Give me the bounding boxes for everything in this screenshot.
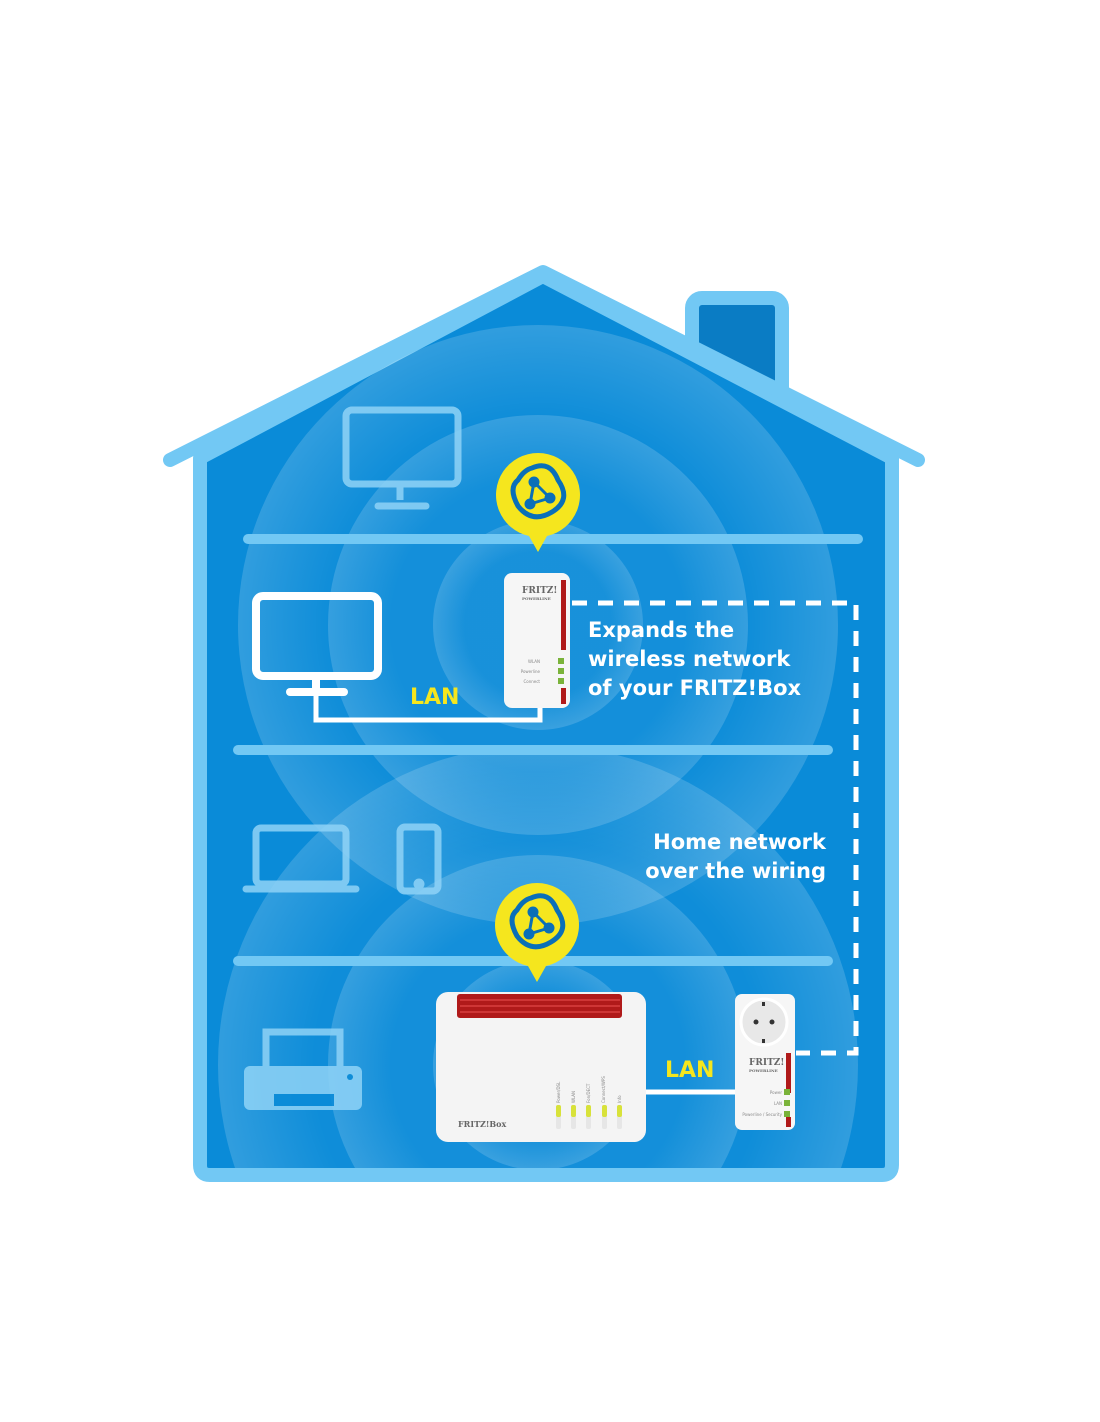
lan-label-upper: LAN (410, 685, 459, 710)
lan-label-lower: LAN (665, 1058, 714, 1083)
wiring-label: Home network over the wiring (645, 830, 827, 883)
svg-text:Info: Info (617, 1095, 622, 1103)
svg-text:Expands the: Expands the (588, 618, 734, 642)
svg-text:over the wiring: over the wiring (645, 859, 826, 883)
svg-text:FRITZ!: FRITZ! (522, 586, 557, 596)
svg-text:wireless network: wireless network (588, 647, 791, 671)
lan-cable-upper (313, 692, 543, 723)
svg-text:POWERLINE: POWERLINE (749, 1068, 778, 1073)
mesh-icon (496, 452, 580, 552)
laptop-icon (242, 824, 360, 893)
svg-text:POWERLINE: POWERLINE (522, 596, 551, 601)
printer-icon (244, 1028, 362, 1110)
svg-text:LAN: LAN (774, 1101, 782, 1106)
svg-text:Powerline: Powerline (521, 669, 541, 674)
upper-powerline-adapter: FRITZ! POWERLINE WLAN Powerline Connect (504, 573, 570, 708)
roof-eaves (163, 265, 925, 467)
svg-text:Power: Power (770, 1090, 782, 1095)
svg-text:Power/DSL: Power/DSL (556, 1081, 561, 1103)
phone-icon (396, 823, 442, 895)
monitor-icon (342, 406, 462, 510)
svg-text:FRITZ!Box: FRITZ!Box (458, 1119, 506, 1129)
svg-text:FRITZ!: FRITZ! (749, 1058, 784, 1068)
fritzbox-router: FRITZ!Box Power/DSL WLAN Fon/DECT Connec… (436, 992, 646, 1142)
svg-text:of your FRITZ!Box: of your FRITZ!Box (588, 676, 802, 700)
svg-text:Home network: Home network (653, 830, 827, 854)
wireless-label: Expands the wireless network of your FRI… (588, 618, 802, 700)
svg-text:WLAN: WLAN (528, 659, 540, 664)
powerline-wiring (572, 600, 859, 1056)
svg-text:Connect/WPS: Connect/WPS (601, 1076, 606, 1103)
svg-text:Powerline / Security: Powerline / Security (742, 1112, 782, 1117)
svg-text:WLAN: WLAN (571, 1091, 576, 1103)
mesh-icon (495, 882, 579, 982)
svg-text:Connect: Connect (523, 679, 540, 684)
lower-powerline-adapter: FRITZ! POWERLINE Power LAN Powerline / S… (735, 994, 795, 1130)
svg-text:Fon/DECT: Fon/DECT (586, 1083, 591, 1103)
